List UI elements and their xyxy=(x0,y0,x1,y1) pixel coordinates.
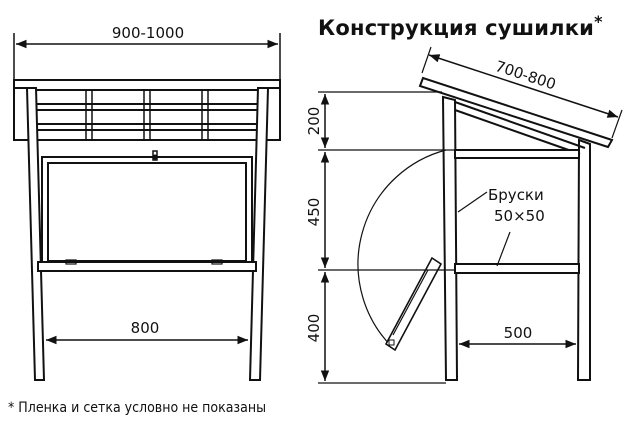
title-asterisk: * xyxy=(594,12,603,31)
opened-door xyxy=(384,256,443,352)
front-bottom-crossbar xyxy=(37,261,257,272)
side-upper-rail xyxy=(454,149,580,159)
front-left-leg xyxy=(25,87,46,381)
side-view xyxy=(318,46,623,384)
front-view: 900-1000 xyxy=(13,24,281,381)
side-front-leg xyxy=(576,138,591,381)
front-width-dimension xyxy=(13,33,281,80)
height-top-label: 200 xyxy=(305,107,323,136)
front-door-frame xyxy=(41,156,253,268)
side-rear-leg xyxy=(441,95,459,381)
footnote: * Пленка и сетка условно не показаны xyxy=(8,400,267,416)
side-lower-rail xyxy=(454,263,580,274)
bars-label-line2: 50×50 xyxy=(494,207,545,225)
front-width-label: 900-1000 xyxy=(112,24,184,42)
front-right-leg xyxy=(248,87,270,381)
drawing-title: Конструкция сушилки* xyxy=(318,12,603,40)
title-text: Конструкция сушилки xyxy=(318,16,595,40)
height-mid-label: 450 xyxy=(305,198,323,227)
front-roof-board xyxy=(13,79,281,91)
height-bottom-label: 400 xyxy=(305,314,323,343)
roof-length-label: 700-800 xyxy=(493,57,558,93)
depth-label: 500 xyxy=(504,324,533,342)
bars-label-line1: Бруски xyxy=(488,186,544,204)
front-inner-width-label: 800 xyxy=(131,319,160,337)
door-swing-arc xyxy=(357,149,447,348)
